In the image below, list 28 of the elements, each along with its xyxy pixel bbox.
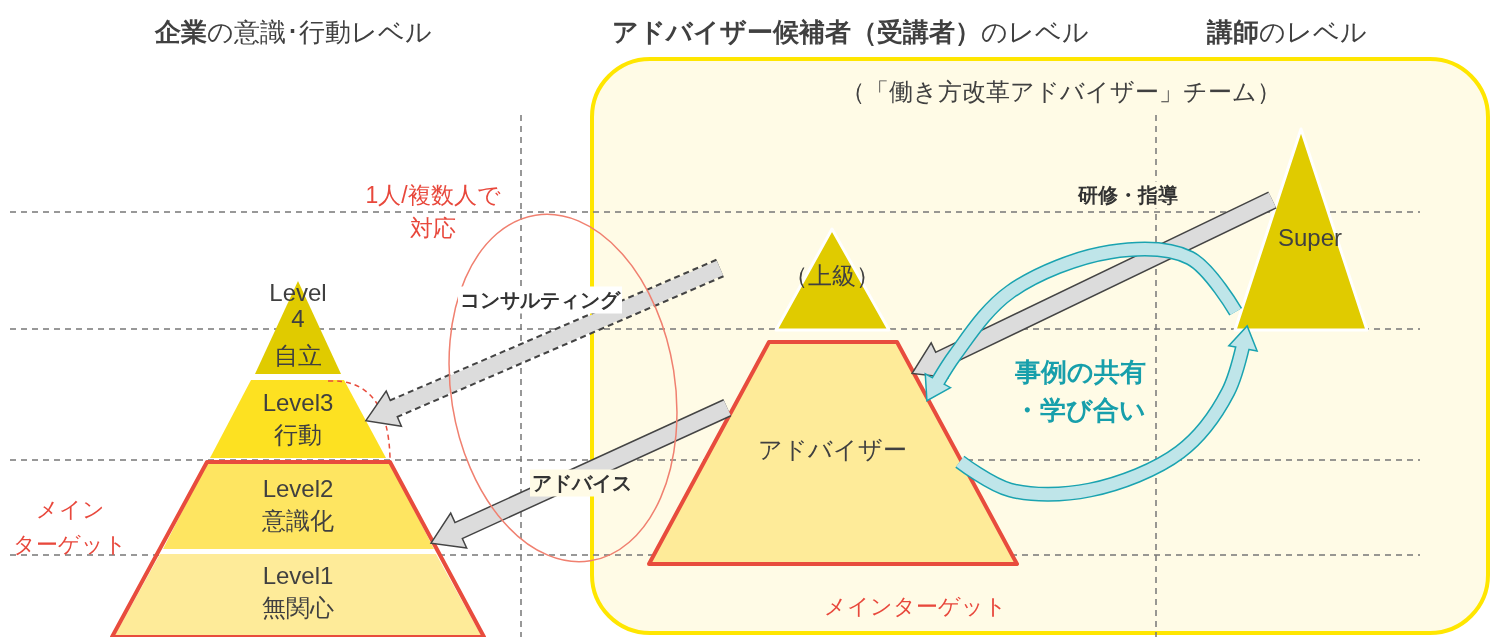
node-label: 自立: [273, 343, 323, 369]
node-label: （上級）: [783, 263, 881, 289]
trapezoid-shape: [649, 342, 1017, 564]
sharing-label: 事例の共有: [1014, 355, 1146, 389]
edge-label: 研修・指導: [1076, 181, 1180, 209]
node-label: Level1: [261, 563, 335, 589]
column-heading: 講師のレベル: [1207, 15, 1367, 49]
sharing-label: ・学び合い: [1014, 393, 1146, 427]
node-label: Level2: [261, 476, 335, 502]
note-text: 対応: [410, 213, 456, 243]
target-label: メイン: [35, 496, 105, 524]
pyramid-tier: [114, 554, 482, 637]
node-label: アドバイザー: [757, 437, 907, 463]
triangle-shape: [1235, 129, 1367, 330]
node-label: Level3: [261, 390, 335, 416]
target-label: ターゲット: [13, 531, 127, 559]
pyramid-tier: [163, 463, 434, 549]
target-label: メインターゲット: [823, 593, 1007, 621]
team-subtitle: （「働き方改革アドバイザー」チーム）: [840, 79, 1282, 105]
node-label: 行動: [273, 422, 323, 448]
column-heading: アドバイザー候補者（受講者）のレベル: [611, 15, 1089, 49]
note-text: 1人/複数人で: [365, 180, 501, 210]
triangle-shape: [776, 229, 889, 330]
edge-label: コンサルティング: [458, 286, 622, 314]
node-label: 意識化: [261, 508, 335, 534]
node-label: 無関心: [261, 595, 335, 621]
pyramid-tier: [210, 380, 386, 458]
column-heading: 企業の意識･行動レベル: [154, 15, 432, 49]
